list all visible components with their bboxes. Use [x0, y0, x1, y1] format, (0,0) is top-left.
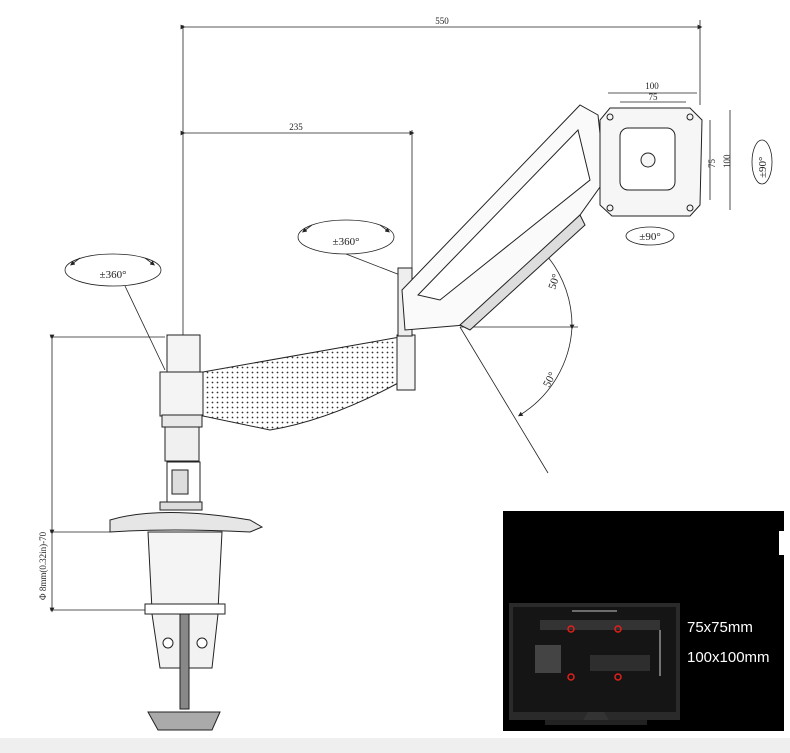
vesa-inner-width: 75 — [649, 92, 659, 102]
lower-arm — [202, 334, 416, 431]
arm-swivel-label: ±360° — [333, 236, 360, 248]
vesa-inset-photo — [503, 511, 785, 731]
base-swivel-label: ±360° — [100, 269, 127, 281]
screen-tilt-label: ±90° — [639, 231, 660, 243]
vesa-plate — [599, 107, 703, 217]
bottom-strip — [0, 738, 790, 753]
screen-rotate-label: ±90° — [757, 157, 769, 178]
clamp-dimension — [49, 334, 165, 613]
vesa-inner-height: 75 — [707, 159, 717, 169]
offset-dimension — [180, 130, 415, 272]
upper-arm — [397, 104, 606, 337]
arm-swivel-indicator — [297, 219, 401, 276]
clamp-assembly — [109, 334, 264, 731]
reach-dimension — [180, 20, 703, 335]
offset-label: 235 — [289, 122, 303, 132]
vesa-small-label: 75x75mm — [687, 619, 753, 636]
tilt-down-label: 50° — [541, 370, 559, 389]
reach-label: 550 — [435, 16, 449, 26]
screen-tilt-indicator — [625, 226, 675, 246]
base-swivel-indicator — [64, 253, 166, 371]
tilt-up-label: 50° — [546, 273, 562, 291]
screen-rotate-indicator — [751, 139, 773, 185]
vesa-outer-height: 100 — [722, 154, 732, 168]
vesa-dimensions — [608, 92, 731, 210]
vesa-outer-width: 100 — [645, 81, 659, 91]
vesa-large-label: 100x100mm — [687, 649, 770, 666]
clamp-range-label: Φ 8mm(0.32in)-70 — [38, 531, 48, 600]
